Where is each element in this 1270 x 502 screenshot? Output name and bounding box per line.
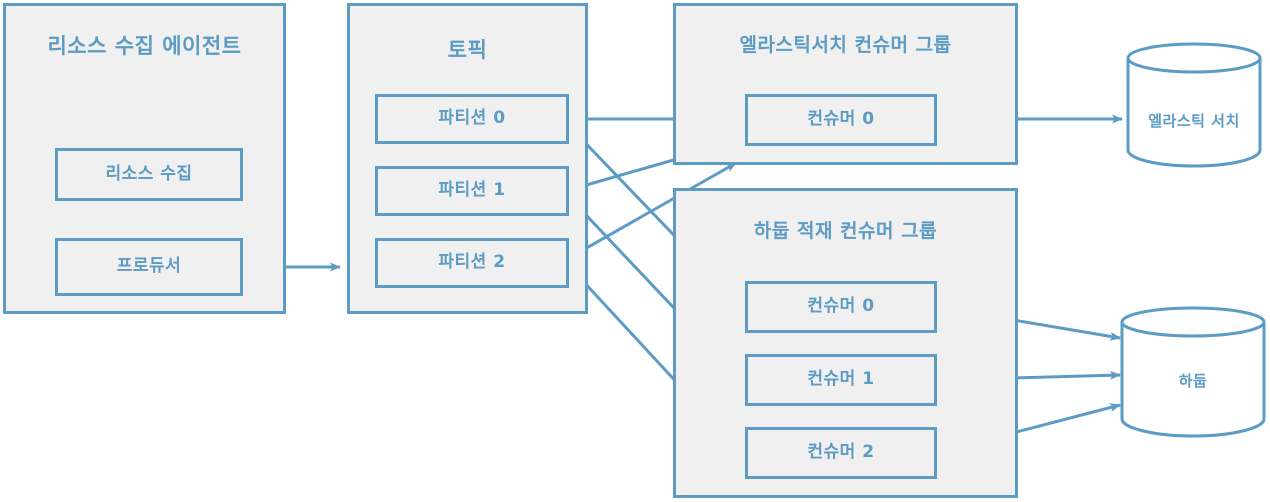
- hadoop-datastore[interactable]: 하둡: [1118, 305, 1268, 440]
- hadoop-consumer-2-label: 컨슈머 2: [807, 442, 875, 463]
- es-consumer-0-box[interactable]: 컨슈머 0: [745, 94, 937, 146]
- topic-title: 토픽: [447, 38, 488, 62]
- hadoop-datastore-label: 하둡: [1178, 372, 1208, 390]
- partition-1-label: 파티션 1: [438, 180, 506, 201]
- resource-collection-label: 리소스 수집: [105, 163, 193, 184]
- elasticsearch-consumer-group-title: 엘라스틱서치 컨슈머 그룹: [739, 34, 952, 56]
- hadoop-consumer-1-label: 컨슈머 1: [807, 369, 875, 390]
- hadoop-consumer-1-box[interactable]: 컨슈머 1: [745, 354, 937, 406]
- elasticsearch-datastore[interactable]: 엘라스틱 서치: [1124, 40, 1264, 168]
- hadoop-consumer-group-title: 하둡 적재 컨슈머 그룹: [753, 220, 938, 242]
- producer-box[interactable]: 프로듀서: [55, 238, 243, 296]
- partition-1-box[interactable]: 파티션 1: [375, 166, 569, 216]
- partition-2-label: 파티션 2: [438, 252, 506, 273]
- cylinder-icon: [1120, 306, 1266, 438]
- hadoop-consumer-0-box[interactable]: 컨슈머 0: [745, 281, 937, 333]
- hadoop-consumer-2-box[interactable]: 컨슈머 2: [745, 427, 937, 479]
- resource-collection-box[interactable]: 리소스 수집: [55, 148, 243, 201]
- hadoop-consumer-0-label: 컨슈머 0: [807, 296, 875, 317]
- partition-2-box[interactable]: 파티션 2: [375, 238, 569, 288]
- es-consumer-0-label: 컨슈머 0: [807, 109, 875, 130]
- partition-0-label: 파티션 0: [438, 108, 506, 129]
- elasticsearch-datastore-label: 엘라스틱 서치: [1148, 112, 1240, 130]
- resource-collection-agent-title: 리소스 수집 에이전트: [47, 34, 242, 58]
- cylinder-icon: [1126, 42, 1262, 168]
- partition-0-box[interactable]: 파티션 0: [375, 94, 569, 144]
- producer-label: 프로듀서: [116, 256, 182, 277]
